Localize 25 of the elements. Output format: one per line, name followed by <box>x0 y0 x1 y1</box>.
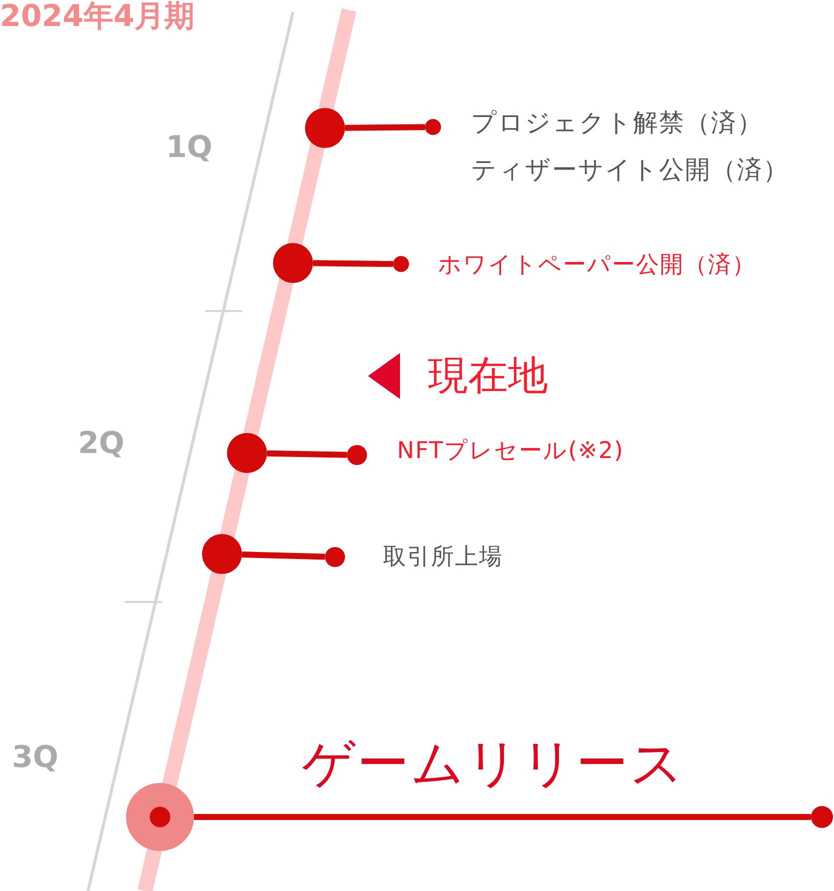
milestone-label: NFTプレセール(※2) <box>397 440 624 463</box>
connector-line <box>242 552 326 560</box>
milestone-dot <box>811 806 833 828</box>
quarter-label: 2Q <box>78 429 124 459</box>
quarter-label: 1Q <box>166 133 212 163</box>
milestone-label: ホワイトペーパー公開（済） <box>438 254 756 277</box>
milestone-dot <box>305 108 345 148</box>
title: 2024年4月期 <box>0 2 194 32</box>
milestone-dot <box>425 119 441 135</box>
milestone-label: 取引所上場 <box>383 546 503 569</box>
connector-line <box>344 124 426 131</box>
connector-line <box>194 814 811 820</box>
milestone-dot <box>393 256 409 272</box>
milestone-dot <box>347 445 367 465</box>
current-position-label: 現在地 <box>428 356 548 396</box>
milestone-dot <box>202 534 242 574</box>
milestone-dot <box>227 433 267 473</box>
milestone-dot <box>325 547 345 567</box>
milestone-dot <box>273 243 313 283</box>
milestone-label: プロジェクト解禁（済） <box>471 110 763 135</box>
quarter-label: 3Q <box>12 743 58 773</box>
connector-line <box>266 450 348 458</box>
milestone-heading: ゲームリリース <box>302 738 685 790</box>
milestone-label: ティザーサイト公開（済） <box>471 157 789 182</box>
connector-line <box>312 260 394 267</box>
